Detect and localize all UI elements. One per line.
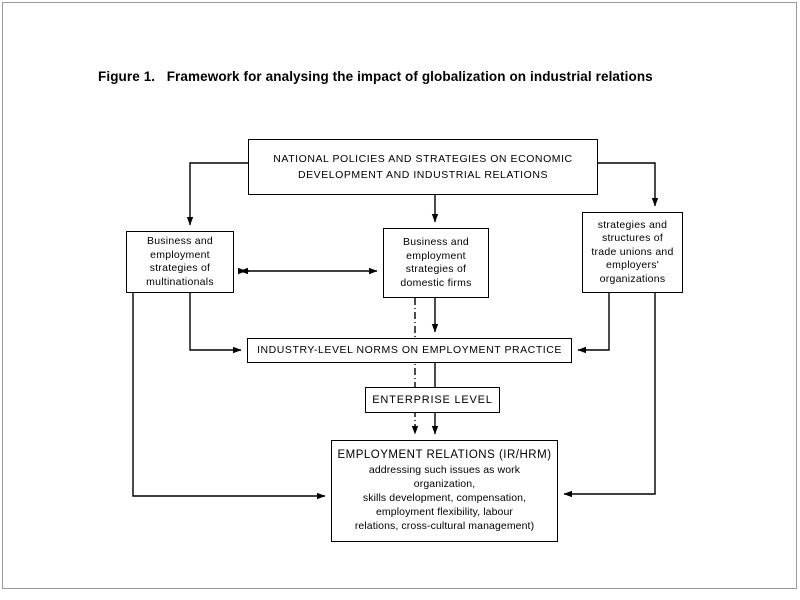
node-unions-line-3: trade unions and (591, 245, 674, 258)
node-unions-line-4: employers' (606, 259, 659, 272)
node-multinationals-line-2: employment (150, 248, 210, 261)
node-national-line-2: DEVELOPMENT AND INDUSTRIAL RELATIONS (297, 169, 549, 181)
edge-unions-to-employment (563, 293, 656, 498)
node-employment-line-5: relations, cross-cultural management) (354, 520, 535, 532)
edge-multinationals-to-employment (132, 293, 326, 500)
node-domestic-line-3: strategies of (405, 263, 467, 275)
node-domestic-line-2: employment (406, 249, 466, 262)
node-multinationals-line-1: Business and (146, 235, 214, 247)
node-employment-line-1: addressing such issues as work (368, 464, 521, 476)
node-unions-line-1: strategies and (597, 218, 668, 231)
node-employment-line-4: employment flexibility, labour (375, 506, 514, 518)
node-enterprise-level[interactable]: ENTERPRISE LEVEL (365, 387, 500, 413)
node-employment-line-3: skills development, compensation, (362, 492, 527, 504)
edge-national-to-multinationals (186, 162, 248, 226)
edge-national-to-unions (598, 162, 659, 207)
node-domestic-firm-strategies[interactable]: Business and employment strategies of do… (383, 228, 489, 298)
node-enterprise-line-1: ENTERPRISE LEVEL (372, 393, 493, 406)
page-border (2, 2, 797, 589)
edge-unions-to-industry (577, 293, 610, 354)
node-domestic-line-1: Business and (402, 236, 470, 248)
figure-title: Figure 1. Framework for analysing the im… (98, 69, 653, 84)
node-employment-line-2: organization, (413, 478, 476, 490)
node-national-line-1: NATIONAL POLICIES AND STRATEGIES ON ECON… (273, 153, 573, 165)
node-industry-line-1: INDUSTRY-LEVEL NORMS ON EMPLOYMENT PRACT… (257, 344, 562, 356)
node-multinationals-line-3: strategies of (149, 262, 211, 274)
node-multinationals-line-4: multinationals (146, 275, 214, 288)
node-national-policies[interactable]: NATIONAL POLICIES AND STRATEGIES ON ECON… (248, 139, 598, 195)
node-multinational-strategies[interactable]: Business and employment strategies of mu… (126, 231, 234, 293)
edge-multinationals-to-industry (189, 293, 242, 354)
node-employment-heading: EMPLOYMENT RELATIONS (IR/HRM) (337, 449, 552, 461)
node-trade-union-structures[interactable]: strategies and structures of trade union… (582, 212, 683, 293)
node-unions-line-5: organizations (599, 272, 666, 285)
node-domestic-line-4: domestic firms (400, 276, 472, 289)
node-industry-level-norms[interactable]: INDUSTRY-LEVEL NORMS ON EMPLOYMENT PRACT… (247, 338, 572, 363)
node-employment-relations[interactable]: EMPLOYMENT RELATIONS (IR/HRM) addressing… (331, 440, 558, 542)
node-unions-line-2: structures of (601, 232, 664, 245)
